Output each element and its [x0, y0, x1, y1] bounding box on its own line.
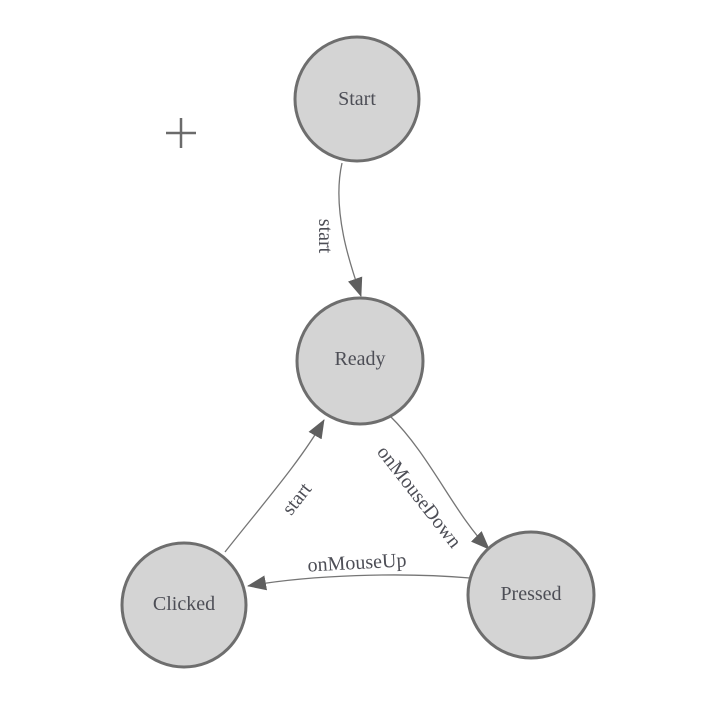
state-circle-ready[interactable] — [295, 296, 425, 426]
state-label-ready: Ready — [334, 348, 385, 370]
state-label-pressed: Pressed — [500, 583, 561, 605]
state-node-clicked[interactable]: Clicked — [120, 541, 248, 669]
transition-label-pressed-to-clicked: onMouseUp — [307, 549, 407, 576]
transition-pressed-to-clicked[interactable] — [247, 574, 471, 591]
transition-label-start-to-ready: start — [314, 219, 336, 254]
state-circle-start[interactable] — [293, 35, 421, 163]
plus-icon[interactable] — [166, 118, 196, 148]
state-node-pressed[interactable]: Pressed — [466, 530, 596, 660]
transition-label-clicked-to-ready: start — [278, 478, 317, 519]
state-label-clicked: Clicked — [153, 593, 215, 615]
transition-label-ready-to-pressed: onMouseDown — [372, 442, 465, 553]
transition-start-to-ready[interactable] — [338, 162, 363, 297]
state-label-start: Start — [338, 88, 376, 110]
transition-ready-to-pressed[interactable] — [389, 415, 490, 550]
transition-clicked-to-ready[interactable] — [224, 419, 325, 553]
state-circle-clicked[interactable] — [120, 541, 248, 669]
state-node-ready[interactable]: Ready — [295, 296, 425, 426]
state-circle-pressed[interactable] — [466, 530, 596, 660]
state-node-start[interactable]: Start — [293, 35, 421, 163]
